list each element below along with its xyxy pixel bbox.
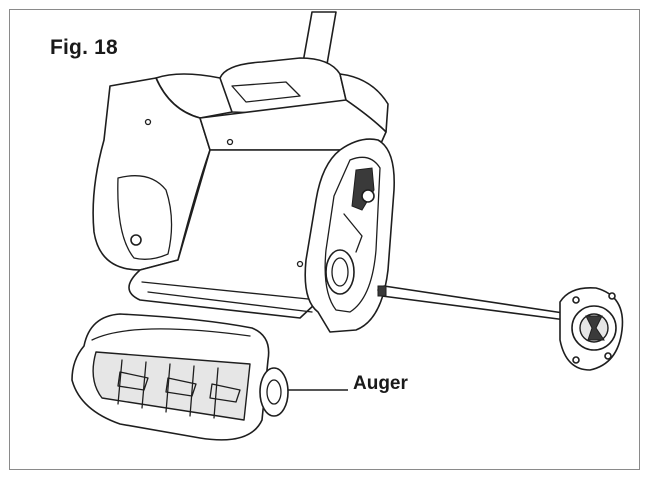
auger [71,313,289,441]
chute-housing [92,77,395,333]
motor-housing [155,57,389,133]
bearing-flange [559,286,624,371]
figure-label: Fig. 18 [50,36,118,59]
auger-callout-label: Auger [353,373,408,394]
drive-shaft [377,285,571,321]
